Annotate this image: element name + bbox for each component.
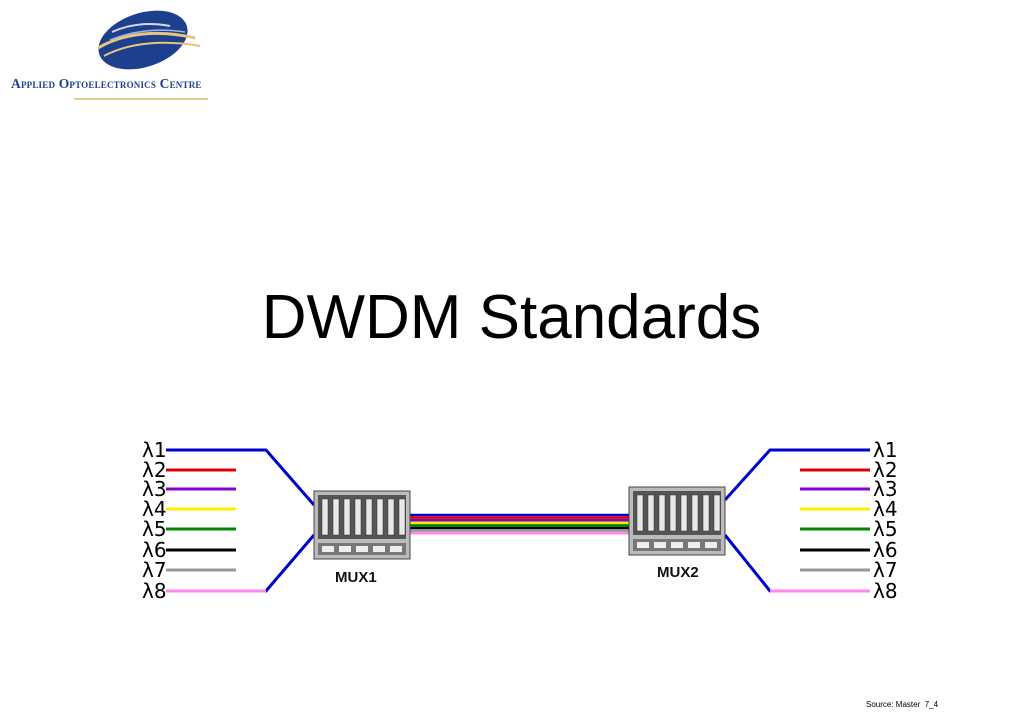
right-wavelength-label: λ2 — [873, 458, 898, 482]
left-wavelength-label: λ2 — [142, 458, 167, 482]
mux-slot — [702, 494, 710, 532]
mux-slot — [680, 494, 688, 532]
mux2-label: MUX2 — [657, 564, 699, 581]
mux-slot — [669, 494, 677, 532]
mux-port — [390, 546, 402, 552]
mux1-label: MUX1 — [335, 569, 377, 586]
mux2-device — [628, 486, 726, 556]
mux-slot — [398, 498, 406, 536]
right-wavelength-label: λ3 — [873, 477, 898, 501]
mux-slot — [354, 498, 362, 536]
mux-port — [356, 546, 368, 552]
fiber-link — [410, 513, 629, 535]
right-wavelength-label: λ4 — [873, 497, 898, 521]
left-channel-lines — [166, 448, 316, 593]
slide-title: DWDM Standards — [261, 283, 762, 352]
mux-slot — [365, 498, 373, 536]
mux-port — [705, 542, 717, 548]
logo-org-name: Applied Optoelectronics Centre — [11, 76, 202, 91]
left-wavelength-label: λ5 — [142, 517, 167, 541]
mux-slot — [713, 494, 721, 532]
left-wavelength-label: λ7 — [142, 558, 167, 582]
mux-slot — [376, 498, 384, 536]
left-wavelength-label: λ3 — [142, 477, 167, 501]
left-wavelength-label: λ4 — [142, 497, 167, 521]
left-trunk-line — [166, 534, 316, 593]
mux-port — [373, 546, 385, 552]
right-wavelength-label: λ5 — [873, 517, 898, 541]
source-footnote: Source: Master 7_4 — [866, 700, 939, 709]
right-channel-lines — [723, 448, 870, 593]
mux-port — [654, 542, 666, 548]
left-wavelength-label: λ1 — [142, 438, 167, 462]
mux-slot — [343, 498, 351, 536]
right-wavelength-label: λ6 — [873, 538, 898, 562]
mux-slot — [321, 498, 329, 536]
mux-slot — [636, 494, 644, 532]
mux-port — [322, 546, 334, 552]
mux1-device — [313, 490, 411, 560]
logo-divider — [74, 98, 208, 100]
mux-port — [688, 542, 700, 548]
mux-port — [671, 542, 683, 548]
left-wavelength-label: λ6 — [142, 538, 167, 562]
mux-slot — [387, 498, 395, 536]
mux-port — [637, 542, 649, 548]
mux-slot — [691, 494, 699, 532]
logo-ellipse-icon — [97, 10, 201, 70]
mux-slot — [332, 498, 340, 536]
right-wavelength-label: λ7 — [873, 558, 898, 582]
right-channel-line — [723, 448, 870, 502]
right-wavelength-label: λ8 — [873, 579, 898, 603]
left-wavelength-label: λ8 — [142, 579, 167, 603]
right-trunk-line — [723, 534, 870, 593]
mux-slot — [647, 494, 655, 532]
logo: Applied Optoelectronics Centre — [0, 0, 300, 110]
right-wavelength-label: λ1 — [873, 438, 898, 462]
left-channel-line — [166, 448, 316, 506]
mux-slot — [658, 494, 666, 532]
mux-port — [339, 546, 351, 552]
